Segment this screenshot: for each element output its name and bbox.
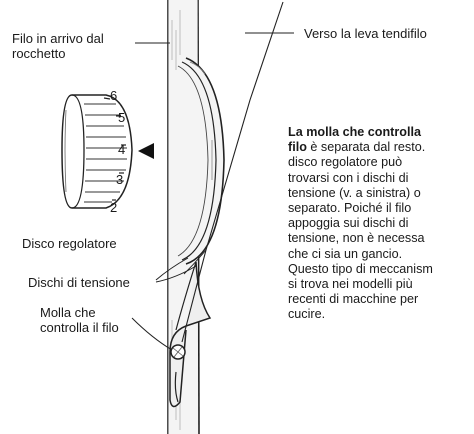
- thread-line: [181, 1, 284, 343]
- dial-number-5: 5: [118, 110, 125, 125]
- dial-number-6: 6: [110, 88, 117, 103]
- dial-number-2: 2: [110, 200, 117, 215]
- description-line-5: separato. Poiché il filo: [288, 201, 412, 216]
- dial-number-3: 3: [116, 172, 123, 187]
- pointer-triangle-icon: [138, 143, 154, 159]
- description-heading-cont: filo: [288, 140, 307, 155]
- regulator-dial: 6 5 4 3 2: [61, 88, 154, 215]
- description-line-12: cucire.: [288, 307, 326, 322]
- description-heading: La molla che controlla: [288, 125, 421, 139]
- description-line-11: recenti di macchine per: [288, 292, 419, 307]
- description-line-1: è separata dal resto.: [306, 140, 426, 155]
- thread-from-spool-line-2: rocchetto: [12, 46, 66, 61]
- check-spring: [169, 261, 212, 408]
- description-line-2: disco regolatore può: [288, 155, 403, 170]
- thread-from-spool-label: Filo in arrivo dal rocchetto: [12, 31, 104, 61]
- take-up-lever-label: Verso la leva tendifilo: [304, 26, 427, 41]
- description-paragraph: La molla che controlla filo è separata d…: [288, 125, 474, 323]
- check-spring-label: Molla che controlla il filo: [40, 305, 119, 335]
- thread-from-spool-line-1: Filo in arrivo dal: [12, 31, 104, 46]
- description-line-8: che ci sia un gancio.: [288, 246, 403, 261]
- tension-discs: [177, 57, 225, 265]
- description-line-7: tensione, non è necessa: [288, 231, 425, 246]
- description-line-10: si trova nei modelli più: [288, 277, 413, 292]
- description-line-6: appoggia sui dischi di: [288, 216, 409, 231]
- description-line-9: Questo tipo di meccanism: [288, 261, 433, 276]
- description-line-4: tensione (v. a sinistra) o: [288, 185, 421, 200]
- dial-number-4: 4: [118, 142, 125, 157]
- check-spring-line-1: Molla che: [40, 305, 96, 320]
- leader-lines: [131, 32, 294, 351]
- tension-discs-label: Dischi di tensione: [28, 275, 130, 290]
- description-line-3: trovarsi con i dischi di: [288, 170, 409, 185]
- check-spring-line-2: controlla il filo: [40, 320, 119, 335]
- regulator-disc-label: Disco regolatore: [22, 236, 117, 251]
